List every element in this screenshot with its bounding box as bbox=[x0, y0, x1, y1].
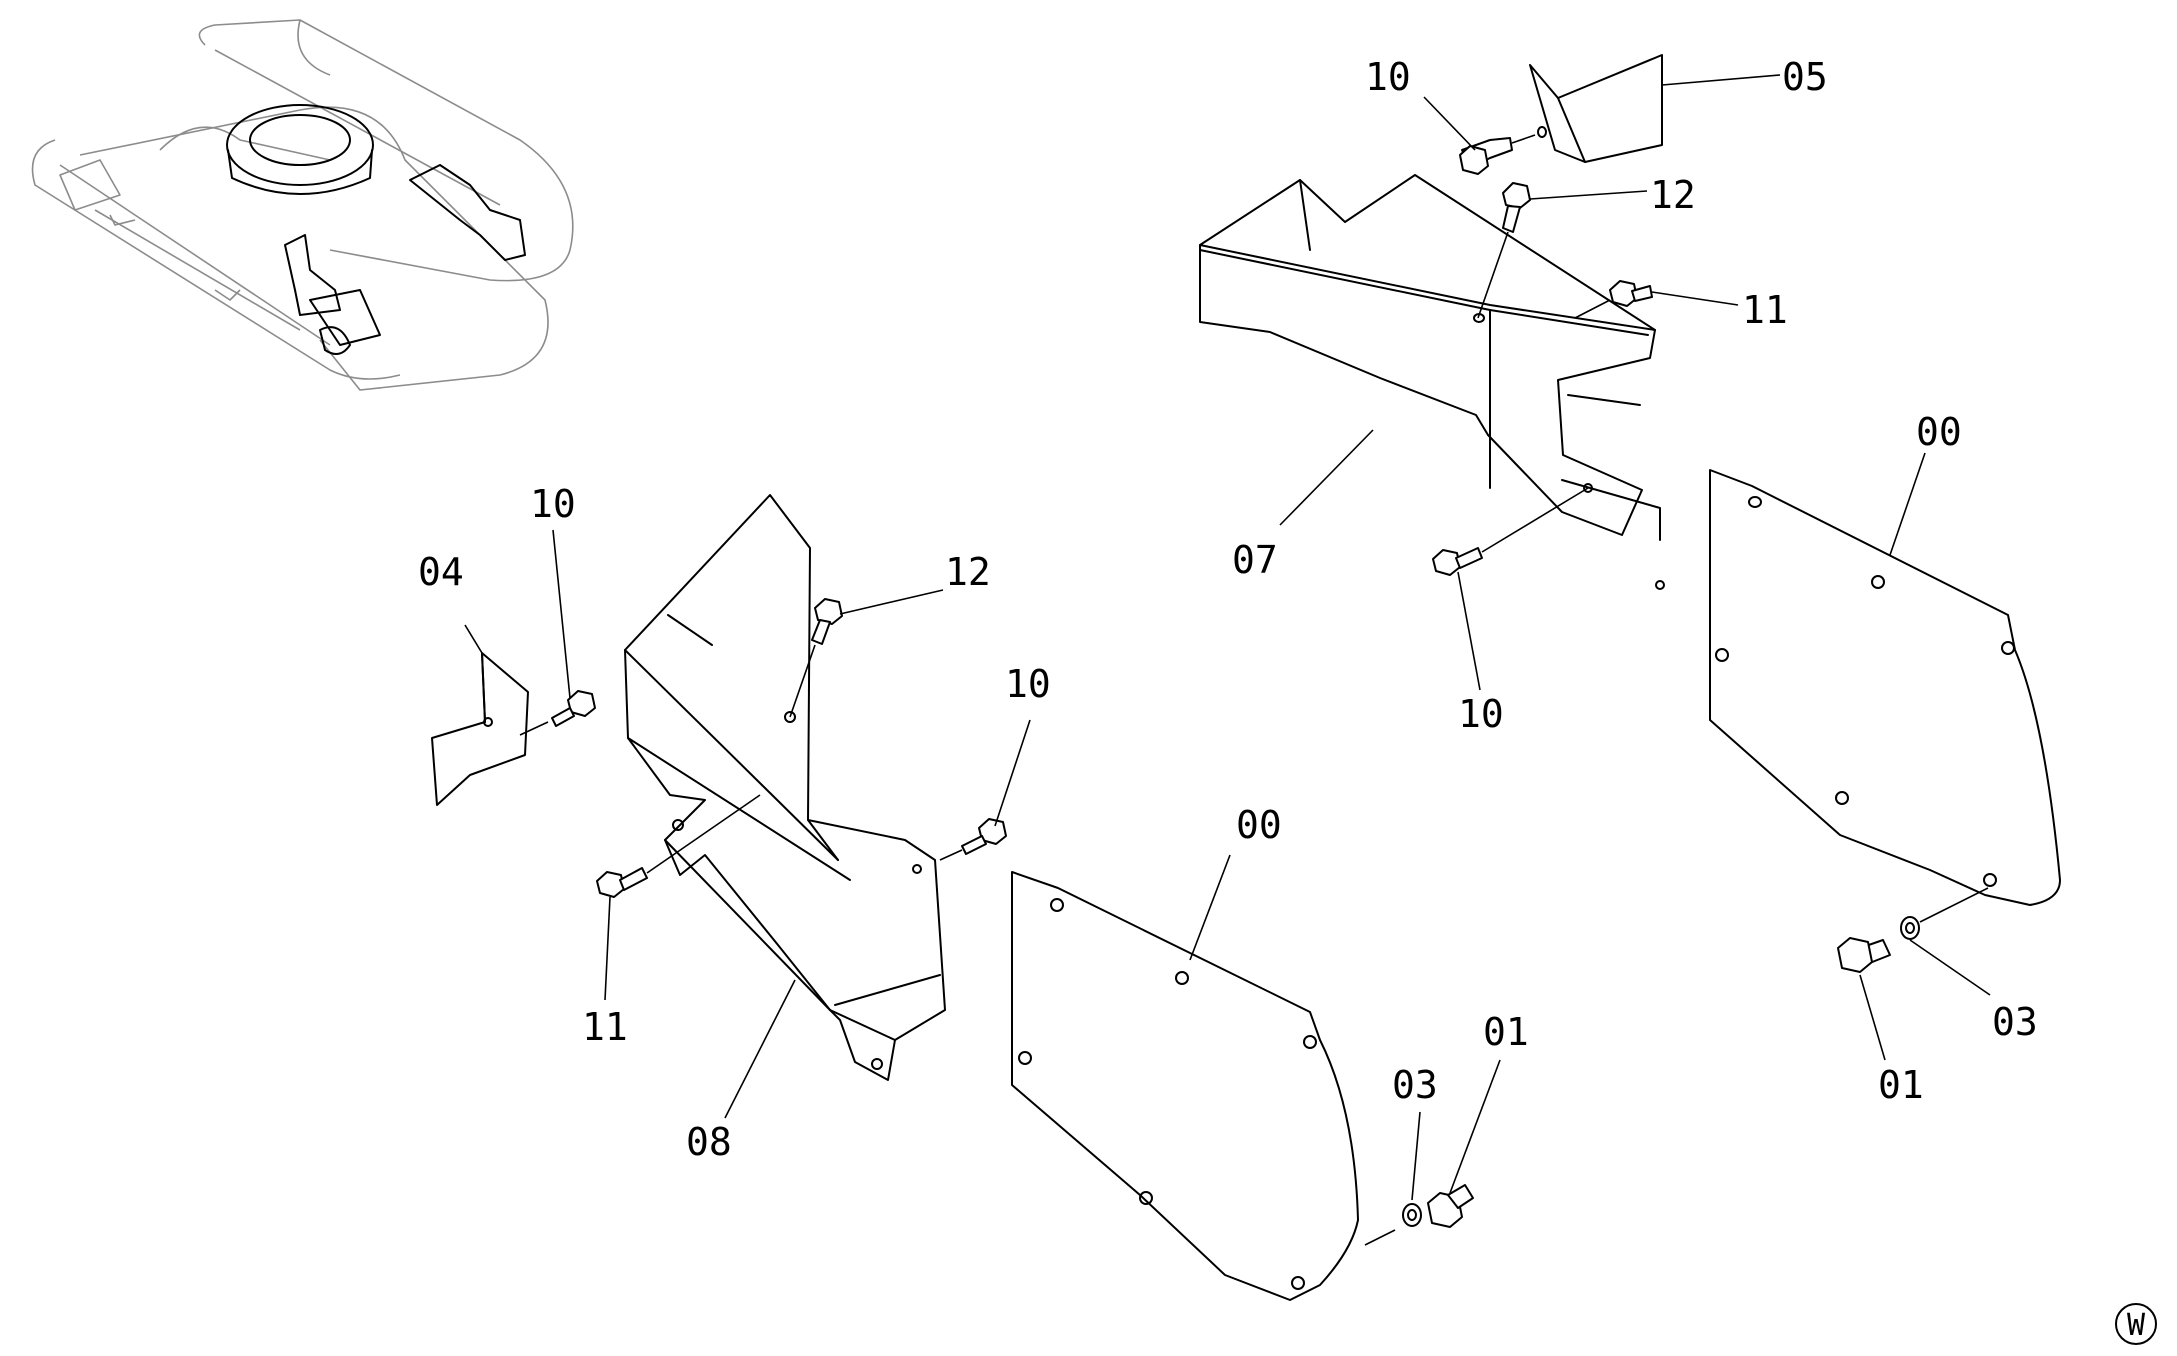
callout-10-top: 10 bbox=[1365, 55, 1411, 99]
callout-07: 07 bbox=[1232, 538, 1278, 582]
callout-11-left: 11 bbox=[582, 1005, 628, 1049]
callout-numbers: 10 05 12 11 07 10 00 03 01 10 04 12 10 1… bbox=[418, 55, 2038, 1164]
callout-10-center: 10 bbox=[1005, 662, 1051, 706]
bolt-12-top bbox=[1477, 182, 1531, 319]
bolt-11-left bbox=[596, 794, 761, 898]
leader-lines bbox=[464, 74, 1991, 1201]
bracket-08 bbox=[624, 494, 946, 1081]
cover-plate-right bbox=[1709, 469, 2061, 906]
callout-10-left: 10 bbox=[530, 482, 576, 526]
bolt-01-center bbox=[1427, 1184, 1474, 1228]
callout-12-left: 12 bbox=[945, 550, 991, 594]
bolt-11-top bbox=[1574, 280, 1653, 319]
callout-10-mid: 10 bbox=[1458, 692, 1504, 736]
bolt-10-left bbox=[519, 690, 596, 736]
callout-12-top: 12 bbox=[1650, 173, 1696, 217]
callout-04: 04 bbox=[418, 550, 464, 594]
callout-05: 05 bbox=[1782, 55, 1828, 99]
callout-01-right: 01 bbox=[1878, 1063, 1924, 1107]
corner-badge-letter: W bbox=[2127, 1308, 2146, 1343]
bolt-10-top bbox=[1459, 134, 1536, 175]
bolt-12-left bbox=[789, 598, 843, 718]
callout-03-center: 03 bbox=[1392, 1063, 1438, 1107]
callout-03-right: 03 bbox=[1992, 1000, 2038, 1044]
bracket-04 bbox=[431, 652, 529, 806]
cover-plate-center bbox=[1011, 871, 1359, 1301]
bracket-07 bbox=[1199, 174, 1665, 590]
bracket-05 bbox=[1529, 54, 1663, 163]
bolt-01-right bbox=[1837, 937, 1891, 973]
corner-badge: W bbox=[2115, 1303, 2157, 1345]
callout-01-center: 01 bbox=[1483, 1010, 1529, 1054]
bolt-10-mid bbox=[1432, 487, 1589, 576]
bolt-10-center bbox=[939, 818, 1007, 861]
callout-08: 08 bbox=[686, 1120, 732, 1164]
callout-00-center: 00 bbox=[1236, 803, 1282, 847]
washer-03-center bbox=[1364, 1203, 1422, 1246]
callout-11-top: 11 bbox=[1742, 288, 1788, 332]
undercarriage-overview bbox=[31, 19, 574, 391]
callout-00-right: 00 bbox=[1916, 410, 1962, 454]
washer-03-right bbox=[1900, 887, 1989, 940]
